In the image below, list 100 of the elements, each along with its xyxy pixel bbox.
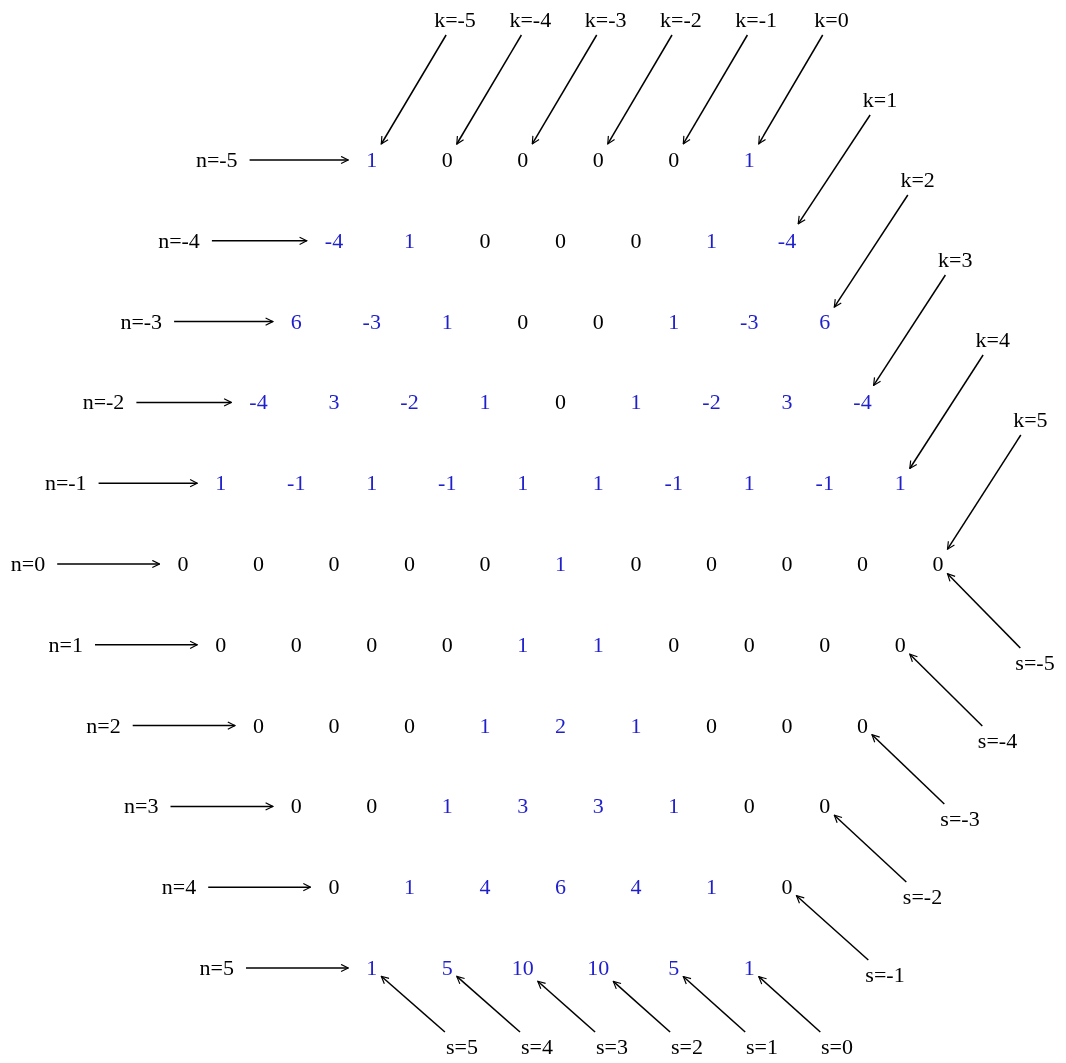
- matrix-value: 1: [630, 389, 642, 416]
- diagonal-label: k=0: [814, 7, 849, 33]
- diagonal-label: k=-1: [735, 7, 778, 33]
- arrow: [946, 572, 1022, 649]
- matrix-value: -4: [777, 227, 797, 254]
- matrix-value: -1: [438, 470, 457, 497]
- arrow: [135, 398, 233, 407]
- arrow: [207, 883, 312, 892]
- matrix-value: 0: [668, 147, 680, 173]
- matrix-value: 3: [592, 793, 604, 820]
- arrow: [531, 34, 598, 145]
- matrix-value: 0: [517, 147, 529, 173]
- matrix-value: -1: [815, 470, 834, 497]
- arrow: [248, 155, 350, 165]
- arrow: [872, 274, 947, 387]
- matrix-value: 1: [441, 793, 453, 820]
- matrix-value: 0: [819, 793, 831, 820]
- matrix-value: 3: [781, 389, 793, 416]
- row-label: n=-4: [158, 227, 200, 254]
- matrix-value: 0: [177, 551, 189, 577]
- matrix-value: 0: [215, 631, 227, 658]
- matrix-value: 0: [743, 631, 755, 658]
- matrix-value: 5: [668, 955, 680, 981]
- matrix-value: 0: [932, 551, 944, 577]
- arrow: [758, 975, 822, 1033]
- row-label: n=-3: [120, 308, 163, 335]
- matrix-value: 0: [517, 308, 529, 335]
- matrix-value: -2: [702, 389, 721, 416]
- matrix-value: 0: [894, 631, 906, 658]
- arrow: [946, 434, 1022, 550]
- matrix-value: 0: [857, 712, 868, 739]
- arrow: [909, 354, 984, 470]
- arrow: [456, 34, 523, 145]
- matrix-value: 3: [517, 793, 529, 820]
- matrix-value: 1: [404, 874, 415, 901]
- matrix-value: 0: [441, 631, 453, 658]
- matrix-value: 0: [706, 551, 717, 577]
- matrix-value: 0: [857, 551, 868, 577]
- matrix-value: 0: [555, 389, 566, 416]
- matrix-value: 2: [555, 712, 566, 739]
- diagonal-label: s=2: [671, 1034, 703, 1060]
- arrow: [607, 34, 673, 145]
- diagonal-label: s=5: [446, 1034, 478, 1060]
- matrix-value: 1: [479, 389, 491, 416]
- matrix-value: 0: [366, 793, 378, 820]
- row-label: n=2: [86, 712, 121, 739]
- diagonal-label: k=4: [975, 327, 1010, 353]
- arrow: [173, 317, 274, 326]
- row-label: n=5: [199, 955, 234, 981]
- arrow: [758, 34, 824, 145]
- matrix-value: 0: [743, 793, 755, 820]
- arrow: [380, 34, 447, 145]
- arrow: [456, 975, 521, 1033]
- matrix-value: 0: [555, 227, 566, 254]
- diagonal-label: k=3: [938, 247, 973, 273]
- matrix-value: 4: [630, 874, 642, 901]
- arrow: [909, 653, 984, 727]
- matrix-value: 0: [290, 793, 302, 820]
- matrix-value: 10: [511, 955, 534, 981]
- diagonal-label: s=4: [521, 1034, 553, 1060]
- matrix-value: 0: [479, 227, 491, 254]
- matrix-value: 0: [479, 551, 491, 577]
- diagonal-label: k=-3: [584, 7, 627, 33]
- arrow: [131, 721, 236, 730]
- matrix-value: 1: [706, 874, 717, 901]
- matrix-value: 1: [441, 308, 453, 335]
- arrow: [795, 894, 870, 961]
- matrix-value: -1: [287, 470, 306, 497]
- matrix-value: 5: [441, 955, 453, 981]
- arrow: [833, 194, 909, 308]
- arrow: [56, 559, 161, 569]
- matrix-value: 0: [404, 551, 415, 577]
- matrix-value: 0: [404, 712, 415, 739]
- row-label: n=0: [10, 551, 46, 577]
- matrix-value: -3: [362, 308, 381, 335]
- diagonal-label: k=5: [1013, 407, 1048, 433]
- diagonal-label: s=3: [596, 1034, 628, 1060]
- matrix-value: -3: [740, 308, 759, 335]
- matrix-value: 1: [743, 147, 755, 173]
- diagonal-label: k=1: [862, 87, 898, 113]
- matrix-value: 1: [366, 147, 378, 173]
- row-label: n=-2: [82, 389, 125, 416]
- matrix-value: 1: [592, 631, 604, 658]
- matrix-value: -4: [853, 389, 872, 416]
- diagonal-label: s=-2: [902, 884, 943, 910]
- matrix-value: 1: [743, 470, 755, 497]
- diagonal-label: s=-1: [865, 962, 905, 988]
- matrix-value: 1: [555, 551, 566, 577]
- diagonal-label: s=-3: [940, 806, 980, 832]
- matrix-value: 0: [366, 631, 378, 658]
- matrix-value: 10: [587, 955, 610, 981]
- matrix-value: 0: [781, 551, 793, 577]
- row-label: n=-5: [195, 147, 238, 173]
- matrix-value: 0: [328, 874, 340, 901]
- matrix-value: 0: [668, 631, 680, 658]
- arrow: [871, 733, 946, 805]
- diagonal-label: s=1: [746, 1034, 778, 1060]
- arrow: [833, 814, 908, 883]
- matrix-value: -1: [664, 470, 683, 497]
- diagonal-label: k=-5: [434, 7, 476, 33]
